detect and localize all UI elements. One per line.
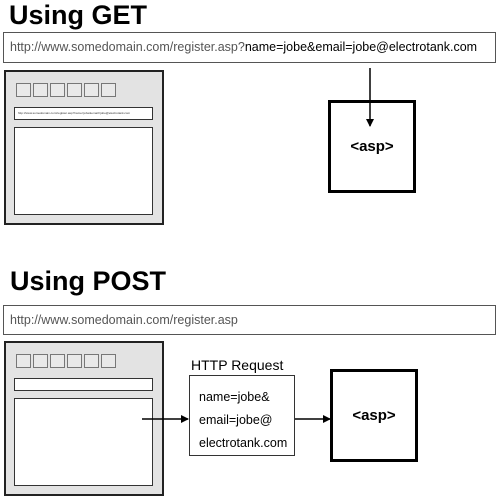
post-url-bar: http://www.somedomain.com/register.asp bbox=[3, 305, 496, 335]
browser-tab bbox=[16, 354, 31, 368]
http-request-line: email=jobe@ bbox=[199, 413, 273, 427]
get-asp-box: <asp> bbox=[328, 100, 416, 193]
post-browser-window bbox=[4, 341, 164, 496]
browser-content-area bbox=[14, 398, 153, 486]
browser-tab bbox=[84, 354, 99, 368]
http-request-body: name=jobe& email=jobe@ electrotank.com bbox=[189, 375, 295, 456]
post-section-title: Using POST bbox=[10, 266, 167, 296]
get-asp-label: <asp> bbox=[350, 138, 394, 155]
browser-tab bbox=[101, 354, 116, 368]
browser-address-bar: http://www.somedomain.com/register.asp?n… bbox=[14, 107, 153, 120]
http-request-line: name=jobe& bbox=[199, 390, 270, 404]
browser-tab bbox=[50, 354, 65, 368]
http-request-line: electrotank.com bbox=[199, 436, 288, 450]
get-url-bar: http://www.somedomain.com/register.asp?n… bbox=[3, 32, 496, 63]
browser-content-area bbox=[14, 127, 153, 215]
get-section-title: Using GET bbox=[9, 0, 148, 30]
get-browser-window: http://www.somedomain.com/register.asp?n… bbox=[4, 70, 164, 225]
post-asp-label: <asp> bbox=[352, 407, 396, 424]
browser-tab bbox=[101, 83, 116, 97]
get-url-base: http://www.somedomain.com/register.asp? bbox=[10, 40, 245, 54]
browser-address-bar bbox=[14, 378, 153, 391]
browser-tab bbox=[50, 83, 65, 97]
browser-tab bbox=[67, 83, 82, 97]
browser-tab bbox=[84, 83, 99, 97]
browser-tab bbox=[33, 354, 48, 368]
browser-address-text: http://www.somedomain.com/register.asp?n… bbox=[18, 111, 131, 115]
post-url: http://www.somedomain.com/register.asp bbox=[10, 313, 238, 327]
get-url-query: name=jobe&email=jobe@electrotank.com bbox=[244, 40, 478, 54]
http-request-title: HTTP Request bbox=[191, 357, 284, 373]
browser-tab bbox=[67, 354, 82, 368]
browser-tab bbox=[16, 83, 31, 97]
browser-tab bbox=[33, 83, 48, 97]
post-asp-box: <asp> bbox=[330, 369, 418, 462]
